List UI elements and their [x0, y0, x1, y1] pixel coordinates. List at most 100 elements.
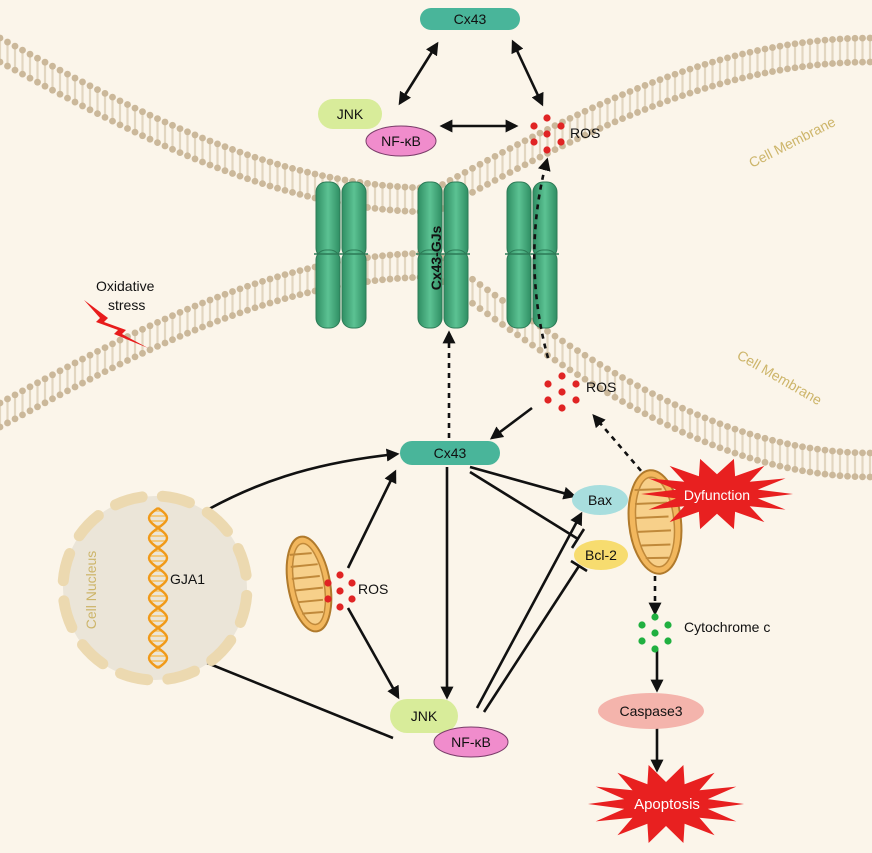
- molecule-dot: [664, 637, 672, 645]
- lipid-head: [0, 34, 4, 42]
- lipid-head: [266, 182, 274, 190]
- lipid-head: [664, 97, 671, 105]
- lipid-head: [371, 204, 379, 212]
- ros-mid-label: ROS: [586, 379, 616, 395]
- inhibit-cx43-bcl2: [469, 470, 579, 541]
- lipid-head: [859, 473, 866, 481]
- lipid-head: [116, 360, 124, 368]
- lipid-head: [214, 317, 221, 325]
- lipid-head: [386, 206, 394, 214]
- lipid-head: [229, 288, 236, 295]
- lipid-head: [821, 36, 829, 44]
- lipid-head: [641, 82, 649, 89]
- lipid-head: [19, 387, 26, 395]
- arrow-cx43-ros-top: [511, 39, 544, 107]
- lipid-head: [619, 374, 626, 381]
- lipid-head: [244, 151, 251, 159]
- lipid-head: [4, 38, 11, 46]
- lipid-head: [469, 188, 476, 196]
- lipid-head: [281, 295, 289, 303]
- lipid-head: [739, 452, 746, 460]
- lipid-head: [41, 58, 49, 66]
- lipid-head: [776, 438, 784, 446]
- lipid-head: [266, 299, 274, 307]
- lipid-head: [784, 464, 791, 472]
- lipid-head: [716, 420, 724, 428]
- lipid-head: [221, 314, 229, 322]
- lipid-head: [806, 38, 814, 46]
- lipid-head: [206, 296, 214, 304]
- lipid-head: [79, 379, 86, 387]
- molecule-dot: [651, 629, 659, 637]
- lipid-head: [589, 356, 596, 364]
- lipid-head: [4, 62, 11, 70]
- lipid-head: [754, 456, 761, 464]
- lipid-head: [626, 402, 634, 410]
- lipid-head: [701, 438, 709, 446]
- lipid-head: [221, 290, 229, 298]
- lipid-head: [829, 36, 836, 43]
- lipid-head: [289, 164, 296, 172]
- lipid-head: [56, 367, 64, 375]
- lipid-head: [679, 428, 686, 436]
- lipid-head: [754, 432, 761, 440]
- lipid-head: [379, 181, 386, 189]
- lipid-head: [679, 92, 686, 100]
- lipid-head: [611, 369, 619, 377]
- lipid-head: [131, 128, 139, 136]
- bcl2-pill: [574, 540, 628, 570]
- lipid-head: [799, 467, 806, 475]
- lipid-head: [739, 428, 746, 436]
- lipid-head: [821, 446, 829, 454]
- lipid-head: [589, 104, 596, 112]
- lipid-head: [566, 138, 574, 146]
- lipid-head: [184, 305, 191, 313]
- nfkb-top-label: NF-κB: [381, 133, 421, 149]
- lipid-head: [581, 107, 589, 115]
- lipid-head: [289, 269, 296, 277]
- lipid-head: [41, 375, 49, 383]
- lipid-head: [259, 180, 266, 188]
- lipid-head: [184, 128, 191, 136]
- lipid-head: [236, 309, 244, 317]
- lipid-head: [199, 134, 206, 142]
- lipid-head: [686, 432, 694, 439]
- lipid-head: [581, 375, 589, 383]
- lipid-head: [506, 169, 514, 176]
- lipid-head: [116, 121, 124, 129]
- lipid-head: [784, 65, 791, 73]
- lipid-head: [784, 440, 791, 448]
- lipid-head: [836, 448, 844, 456]
- lipid-head: [191, 131, 199, 139]
- lipid-head: [199, 299, 206, 307]
- arrow-ros-to-cx43-low: [346, 469, 397, 569]
- lipid-head: [559, 337, 566, 345]
- lipid-head: [41, 399, 49, 407]
- molecule-dot: [557, 138, 565, 146]
- jnk-top-label: JNK: [337, 106, 364, 122]
- lipid-head: [724, 78, 731, 86]
- molecule-dot: [651, 645, 659, 653]
- lipid-head: [139, 325, 146, 333]
- lipid-head: [169, 312, 176, 320]
- lipid-head: [776, 42, 784, 50]
- lipid-head: [521, 137, 529, 145]
- lipid-head: [596, 361, 604, 368]
- ros-dots-top: [530, 114, 565, 154]
- lipid-head: [169, 121, 176, 129]
- cx43-mid-pill: [400, 441, 500, 465]
- lipid-head: [19, 70, 26, 78]
- nfkb-bottom-pill: [433, 726, 509, 758]
- lipid-head: [491, 315, 499, 323]
- lipid-head: [11, 66, 19, 74]
- lipid-head: [499, 173, 506, 180]
- lipid-head: [94, 110, 101, 118]
- lipid-head: [19, 411, 26, 419]
- nucleus-envelope-segment: [156, 490, 195, 509]
- lipid-head: [86, 82, 94, 90]
- lipid-head: [371, 180, 379, 188]
- lipid-head: [266, 275, 274, 283]
- lipid-head: [484, 286, 491, 294]
- lipid-head: [574, 111, 581, 119]
